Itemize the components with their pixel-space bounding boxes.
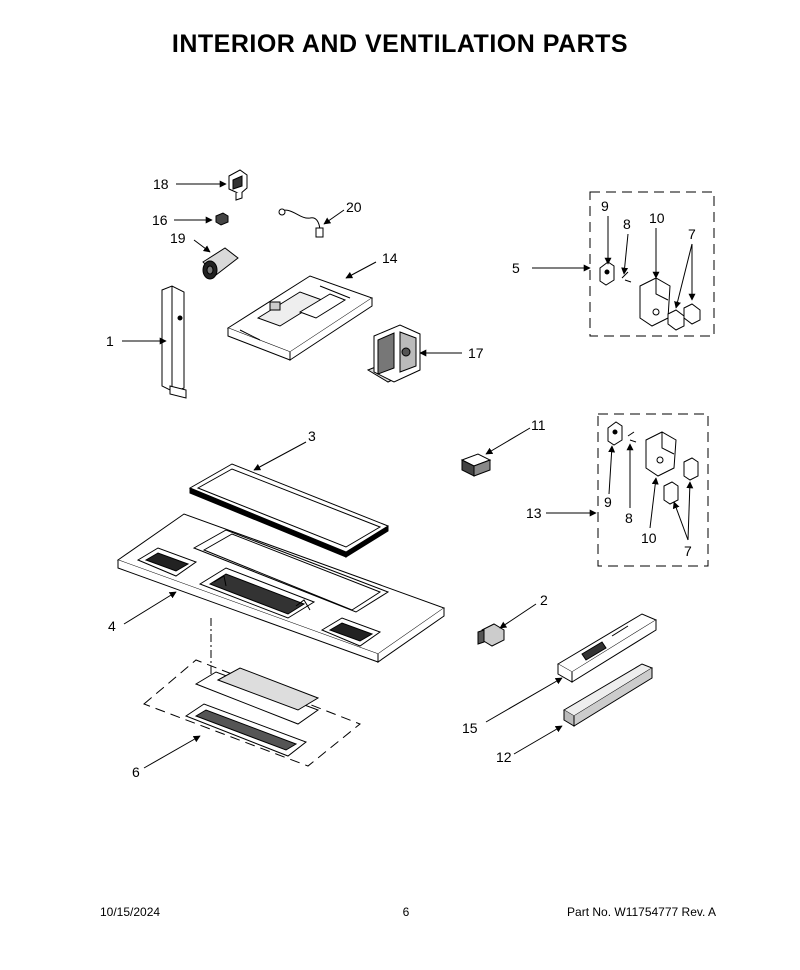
callout-labels: 18 16 19 20 14 1 17 5 9 8 10 7 3 11 13 9… [106, 176, 696, 780]
callout-1: 1 [106, 333, 114, 349]
footer-part-number: Part No. W11754777 Rev. A [567, 905, 716, 919]
part-16-clip [215, 212, 229, 226]
callout-19: 19 [170, 230, 186, 246]
part-11-switch [460, 453, 492, 477]
part-3-filter [188, 463, 390, 558]
part-17-transformer [366, 324, 421, 383]
callout-11: 11 [531, 417, 546, 433]
callout-10b: 10 [641, 530, 657, 546]
callout-7a: 7 [688, 226, 696, 242]
page-title: INTERIOR AND VENTILATION PARTS [171, 30, 629, 58]
part-1-bracket [161, 285, 187, 399]
part-13-latch-assembly-group [597, 413, 709, 567]
callout-14: 14 [382, 250, 398, 266]
callout-16: 16 [152, 212, 168, 228]
callout-18: 18 [153, 176, 169, 192]
part-2-socket [477, 623, 505, 647]
part-5-latch-assembly-group [589, 191, 715, 337]
callout-3: 3 [308, 428, 316, 444]
part-15-panel [557, 613, 658, 683]
callout-5: 5 [512, 260, 520, 276]
part-6-light-assembly-group [143, 659, 361, 767]
footer-date: 10/15/2024 [100, 905, 161, 919]
callout-15: 15 [462, 720, 478, 736]
callout-9a: 9 [601, 198, 609, 214]
part-4-bottom-plate [116, 513, 446, 663]
callout-8b: 8 [625, 510, 633, 526]
callout-20: 20 [346, 199, 362, 215]
callout-8a: 8 [623, 216, 631, 232]
callout-10a: 10 [649, 210, 665, 226]
callout-12: 12 [496, 749, 512, 765]
callout-13: 13 [526, 505, 542, 521]
leader-lines [122, 180, 696, 769]
part-12-strip [563, 663, 654, 727]
callout-6: 6 [132, 764, 140, 780]
callout-7b: 7 [684, 543, 692, 559]
callout-17: 17 [468, 345, 484, 361]
footer-page-number: 6 [402, 905, 410, 919]
part-20-wire-harness [278, 208, 324, 238]
part-18-clip [228, 169, 248, 201]
callout-9b: 9 [604, 494, 612, 510]
callout-2: 2 [540, 592, 548, 608]
part-14-control-plate [226, 275, 374, 361]
callout-4: 4 [108, 618, 116, 634]
part-19-capacitor [202, 247, 239, 280]
